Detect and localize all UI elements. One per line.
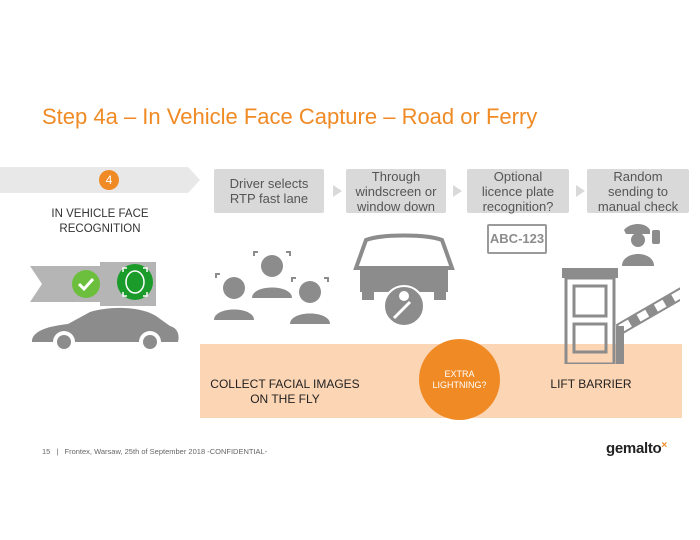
- barrier-arm: [615, 285, 680, 335]
- extra-line2: LIGHTNING?: [432, 379, 487, 390]
- windscreen-icon: [353, 233, 455, 327]
- step-4-line3: manual check: [597, 198, 679, 214]
- step-3-line1: Optional: [493, 168, 543, 184]
- footer-divider: |: [56, 447, 59, 456]
- page-title: Step 4a – In Vehicle Face Capture – Road…: [42, 104, 538, 129]
- licence-plate-icon: ABC-123: [487, 224, 547, 254]
- arrow-icon: [453, 185, 462, 197]
- step-label: IN VEHICLE FACE RECOGNITION: [30, 207, 170, 237]
- collect-line1: COLLECT FACIAL IMAGES: [210, 377, 360, 391]
- arrow-icon: [333, 185, 342, 197]
- collect-label: COLLECT FACIAL IMAGES ON THE FLY: [210, 377, 360, 407]
- toll-barrier-icon: [562, 268, 680, 364]
- footer: 15 | Frontex, Warsaw, 25th of September …: [42, 447, 267, 456]
- lift-barrier-label: LIFT BARRIER: [550, 377, 632, 391]
- step-label-line2: RECOGNITION: [59, 223, 141, 235]
- face-scan-icon: [117, 264, 153, 300]
- footer-text: Frontex, Warsaw, 25th of September 2018 …: [64, 447, 268, 456]
- step-2-line1: Through: [371, 168, 421, 184]
- arrow-icon: [576, 185, 585, 197]
- check-icon: [72, 270, 100, 298]
- brand-logo: gemalto×: [606, 440, 667, 457]
- car-face-illustration: [30, 262, 179, 353]
- step-3-line3: recognition?: [482, 198, 554, 214]
- page-number: 15: [42, 447, 51, 456]
- step-2-line3: window down: [356, 198, 436, 214]
- step-1-line1: Driver selects: [229, 176, 309, 191]
- step-3-line2: licence plate: [481, 183, 555, 199]
- plate-text: ABC-123: [489, 231, 545, 246]
- step-1-line2: RTP fast lane: [229, 191, 309, 206]
- extra-line1: EXTRA: [444, 368, 475, 379]
- collect-line2: ON THE FLY: [250, 392, 320, 406]
- logo-text: gemalto: [606, 440, 662, 457]
- step-4-line1: Random: [613, 168, 663, 184]
- step-2-line2: windscreen or: [355, 183, 437, 199]
- officer-icon: [622, 224, 660, 266]
- step-label-line1: IN VEHICLE FACE: [51, 208, 149, 220]
- logo-mark-icon: ×: [661, 440, 667, 451]
- faces-icon: [214, 251, 330, 324]
- step-4-line2: sending to: [608, 183, 668, 199]
- step-number-badge: 4: [99, 170, 119, 190]
